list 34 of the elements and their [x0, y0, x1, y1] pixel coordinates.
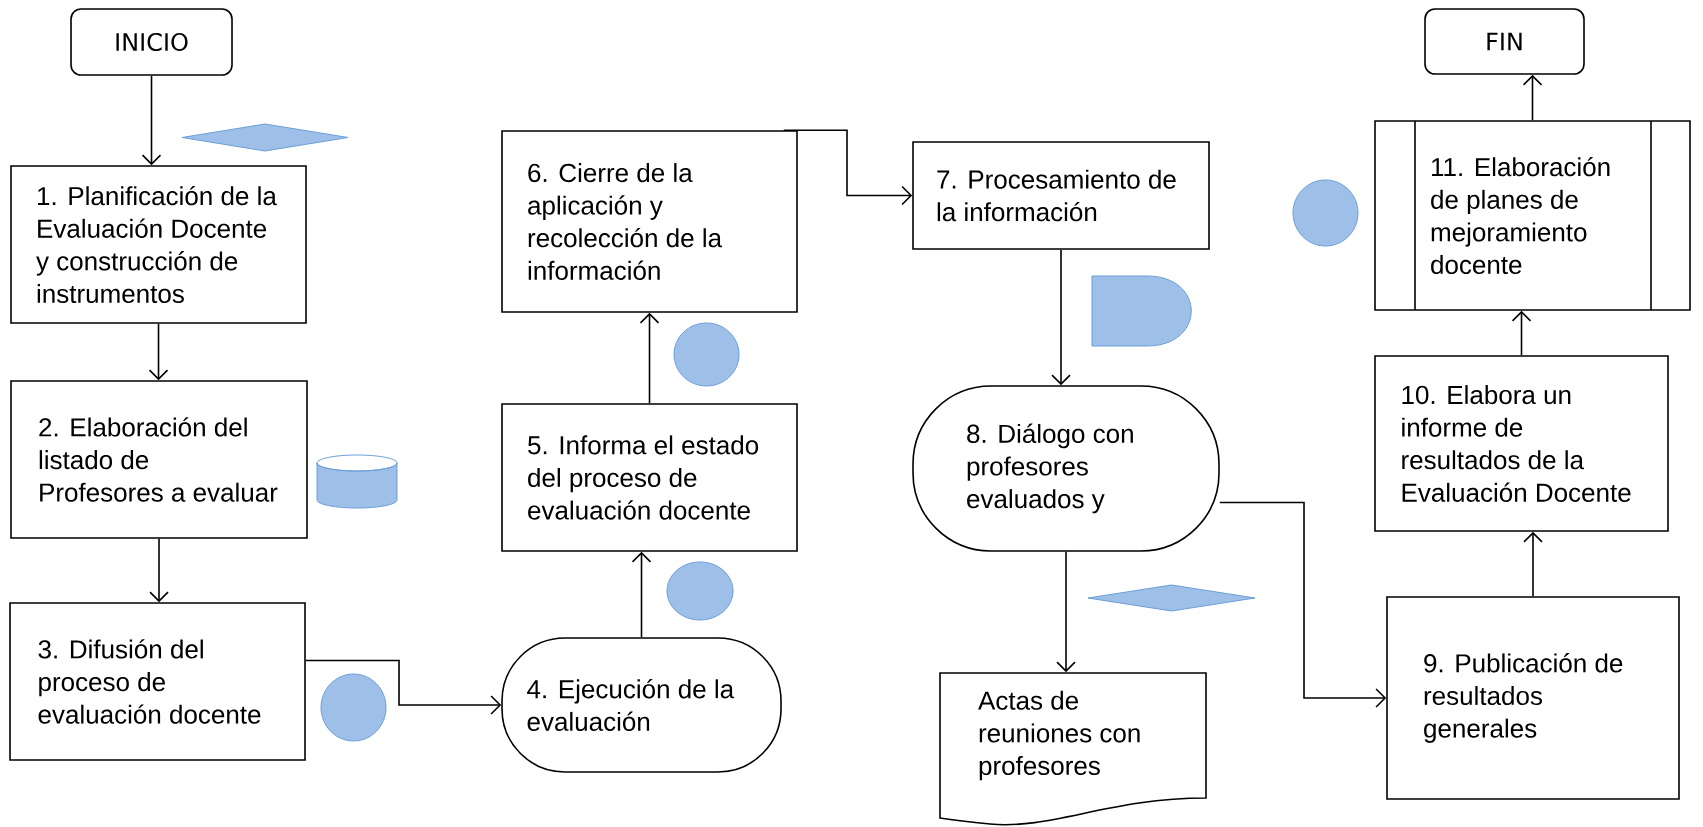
circle-shape: [673, 322, 740, 387]
process-box: 6. Cierre de la aplicación y recolección de la información: [501, 130, 798, 313]
circle-shape: [1292, 179, 1359, 247]
arrow: [631, 551, 652, 638]
terminal-box: INICIO: [70, 8, 233, 76]
diamond-shape: [181, 123, 349, 152]
arrow: [148, 323, 169, 381]
process-box: 10. Elabora un informe de resultados de la Evaluación Docente: [1374, 355, 1669, 532]
process-box: 1. Planificación de la Evaluación Docente y construcción de instrumentos: [10, 165, 307, 324]
arrow: [149, 538, 169, 603]
arrow: [1051, 249, 1071, 386]
rounded-process-box: 8. Diálogo con profesores evaluados y: [912, 385, 1220, 552]
circle-shape: [320, 673, 387, 742]
terminal-box: FIN: [1424, 8, 1585, 75]
subprocess-box: 11. Elaboración de planes de mejoramiento docente: [1374, 120, 1691, 311]
arrow: [1522, 74, 1543, 121]
arrow: [141, 75, 162, 166]
arrow: [783, 129, 913, 206]
rounded-process-box: 4. Ejecución de la evaluación: [501, 637, 782, 773]
process-box: 7. Procesamiento de la información: [912, 141, 1210, 250]
circle-shape: [666, 561, 734, 621]
process-box: 5. Informa el estado del proceso de evaluación docente: [501, 403, 798, 552]
diamond-shape: [1087, 584, 1256, 612]
arrow: [1523, 531, 1543, 597]
process-box: 2. Elaboración del listado de Profesores a evaluar: [10, 380, 308, 539]
arrow: [1056, 551, 1076, 673]
delay-shape: [1091, 275, 1192, 347]
arrow: [305, 659, 502, 715]
arrow: [639, 312, 660, 404]
process-box: 3. Difusión del proceso de evaluación docente: [9, 602, 306, 761]
arrow: [1511, 310, 1532, 356]
arrow: [1219, 501, 1387, 708]
process-box: 9. Publicación de resultados generales: [1386, 596, 1680, 800]
cylinder-shape: [316, 454, 398, 509]
